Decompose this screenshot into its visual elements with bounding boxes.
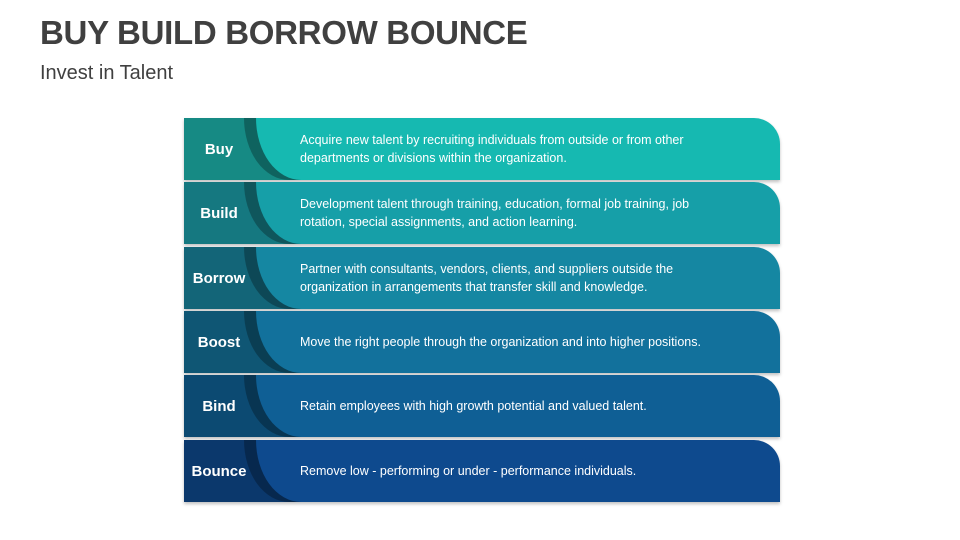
strategy-row: Boost Move the right people through the …: [184, 311, 780, 373]
row-label: Buy: [204, 140, 234, 158]
row-label: Bounce: [191, 462, 247, 480]
row-description: Move the right people through the organi…: [300, 335, 701, 349]
row-description: Retain employees with high growth potent…: [300, 399, 647, 413]
row-label: Build: [200, 204, 238, 222]
row-description: Remove low - performing or under - perfo…: [300, 464, 637, 478]
row-content-panel: [256, 247, 780, 309]
row-description: Acquire new talent by recruiting individ…: [300, 133, 684, 165]
row-content-panel: [256, 311, 780, 373]
strategy-row: Borrow Partner with consultants, vendors…: [184, 247, 780, 309]
strategy-row: Bounce Remove low - performing or under …: [184, 440, 780, 502]
slide-title: BUY BUILD BORROW BOUNCE: [40, 14, 528, 51]
row-label: Bind: [202, 397, 236, 415]
strategy-row: Buy Acquire new talent by recruiting ind…: [184, 118, 780, 180]
row-description: Development talent through training, edu…: [300, 197, 690, 229]
row-content-panel: [256, 440, 780, 502]
row-content-panel: [256, 182, 780, 244]
row-label: Borrow: [192, 269, 246, 287]
strategy-row: Bind Retain employees with high growth p…: [184, 375, 780, 437]
slide-subtitle: Invest in Talent: [40, 62, 174, 84]
strategy-row: Build Development talent through trainin…: [184, 182, 780, 244]
row-content-panel: [256, 375, 780, 437]
row-description: Partner with consultants, vendors, clien…: [300, 262, 674, 294]
row-label: Boost: [197, 333, 241, 351]
row-content-panel: [256, 118, 780, 180]
